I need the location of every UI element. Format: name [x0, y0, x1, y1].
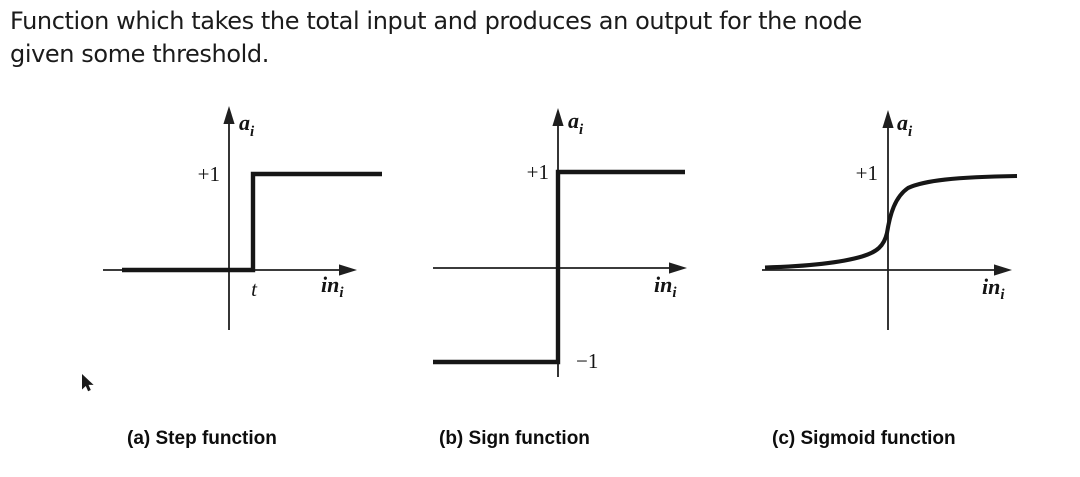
- mouse-cursor-icon: [82, 374, 94, 392]
- y-axis-label: ai: [568, 108, 584, 138]
- plus-one-label: +1: [856, 161, 878, 185]
- minus-one-label: −1: [576, 349, 598, 373]
- y-axis-label: ai: [897, 110, 913, 140]
- sigmoid-curve: [764, 173, 1018, 270]
- caption-step-function: (a) Step function: [127, 428, 277, 449]
- page-title: Function which takes the total input and…: [10, 5, 862, 71]
- sign-function-plot: ai +1 −1 ini: [433, 108, 687, 377]
- y-axis-arrowhead-icon: [223, 106, 235, 124]
- caption-sigmoid-function: (c) Sigmoid function: [772, 428, 956, 449]
- x-axis-arrowhead-icon: [994, 264, 1012, 276]
- plus-one-label: +1: [198, 162, 220, 186]
- y-axis-arrowhead-icon: [552, 108, 564, 126]
- step-function-plot: ai +1 t ini: [103, 106, 382, 330]
- threshold-label: t: [251, 277, 258, 301]
- x-axis-arrowhead-icon: [669, 262, 687, 274]
- sign-curve: [433, 169, 685, 365]
- y-axis-arrowhead-icon: [882, 110, 894, 128]
- x-axis-label: ini: [321, 272, 344, 301]
- plus-one-label: +1: [527, 160, 549, 184]
- step-curve: [122, 171, 382, 273]
- caption-sign-function: (b) Sign function: [439, 428, 590, 449]
- x-axis-arrowhead-icon: [339, 264, 357, 276]
- y-axis-label: ai: [239, 110, 255, 140]
- sigmoid-function-plot: ai +1 ini: [762, 110, 1018, 330]
- title-line-2: given some threshold.: [10, 40, 269, 68]
- x-axis-label: ini: [982, 274, 1005, 303]
- title-line-1: Function which takes the total input and…: [10, 7, 862, 35]
- x-axis-label: ini: [654, 272, 677, 301]
